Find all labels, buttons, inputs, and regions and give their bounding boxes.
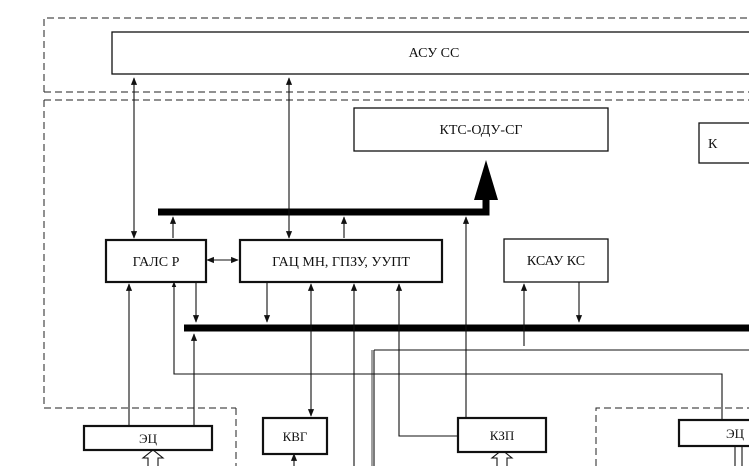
node-ets-left-label: ЭЦ — [139, 431, 158, 446]
node-k-partial: К — [698, 122, 749, 164]
node-asu-ss-label: АСУ СС — [409, 46, 460, 61]
node-kvg: КВГ — [261, 416, 329, 456]
node-asu-ss: АСУ СС — [111, 31, 749, 75]
link-gals-right-loop — [173, 282, 723, 420]
node-ets-right: ЭЦ — [677, 418, 749, 448]
node-gals-r: ГАЛС Р — [104, 238, 208, 284]
upper-bus-arrowhead — [474, 160, 498, 200]
hollow-arrow-ets-left — [141, 449, 165, 466]
nodes: АСУ СС КТС-ОДУ-СГ К ГАЛС Р ГАЦ МН, ГПЗУ,… — [82, 31, 749, 456]
region-middle — [43, 99, 749, 409]
node-k-partial-label: К — [708, 137, 718, 152]
dashed-regions — [43, 17, 749, 466]
connectors — [125, 77, 749, 466]
node-kvg-label: КВГ — [283, 429, 308, 444]
upper-bus — [158, 196, 490, 216]
node-ets-left: ЭЦ — [82, 424, 214, 452]
node-kzp-label: КЗП — [490, 428, 515, 443]
node-ets-right-label: ЭЦ — [726, 426, 745, 441]
node-ksau-ks: КСАУ КС — [503, 238, 609, 283]
node-kzp: КЗП — [456, 416, 548, 454]
node-kts-odu-sg-label: КТС-ОДУ-СГ — [439, 123, 522, 138]
region-bottom-right — [595, 407, 749, 466]
region-top — [43, 17, 749, 92]
node-ksau-ks-label: КСАУ КС — [527, 254, 585, 269]
node-gats-label: ГАЦ МН, ГПЗУ, УУПТ — [272, 255, 410, 270]
link-gats-kzp — [395, 283, 458, 437]
node-kts-odu-sg: КТС-ОДУ-СГ — [353, 107, 609, 152]
node-gals-r-label: ГАЛС Р — [133, 255, 180, 270]
node-gats: ГАЦ МН, ГПЗУ, УУПТ — [238, 238, 444, 284]
